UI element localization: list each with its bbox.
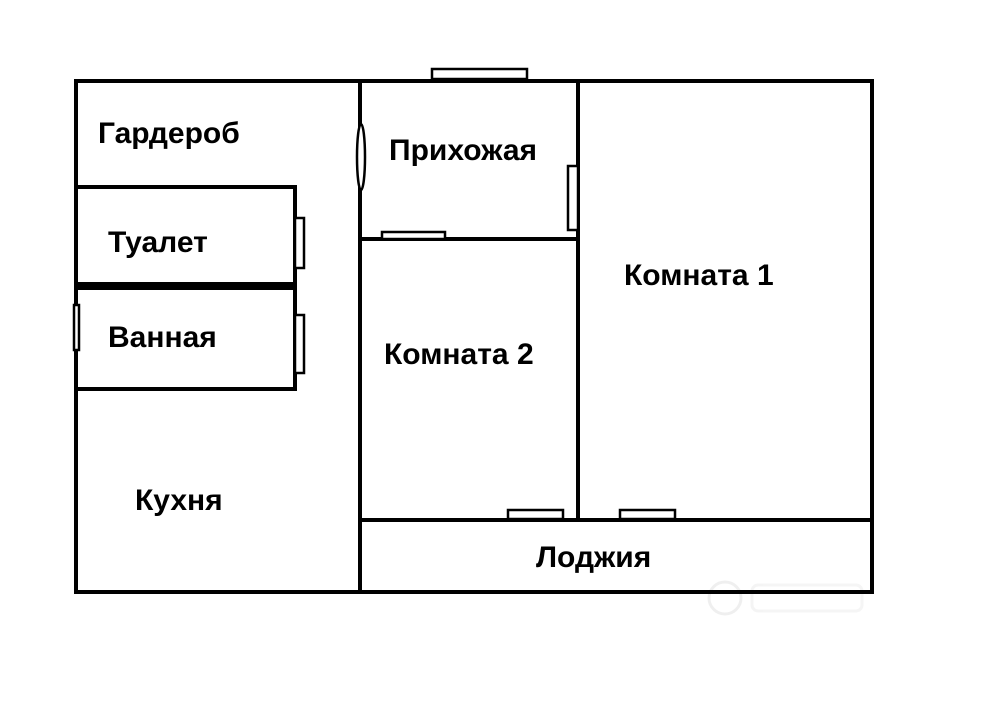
label-wardrobe: Гардероб [98,117,240,150]
watermark-logo [707,580,864,616]
label-kitchen: Кухня [135,484,223,517]
label-loggia: Лоджия [536,541,651,574]
room2-loggia-door [506,508,565,521]
bathroom-left-opening [72,303,81,352]
label-room2: Комната 2 [384,338,534,371]
room2-door [380,230,447,241]
label-hallway: Прихожая [389,134,537,167]
openings [72,67,677,521]
room-labels: Гардероб Туалет Ванная Кухня Прихожая Ко… [98,117,774,574]
label-toilet: Туалет [108,226,208,259]
entrance-door [430,67,529,81]
label-bathroom: Ванная [108,321,217,354]
toilet-door [293,216,306,270]
room1-loggia-door [618,508,677,521]
wardrobe-door [355,122,367,192]
label-room1: Комната 1 [624,259,774,292]
walls [74,79,874,594]
bathroom-door [293,313,306,375]
hallway-door [566,164,580,232]
